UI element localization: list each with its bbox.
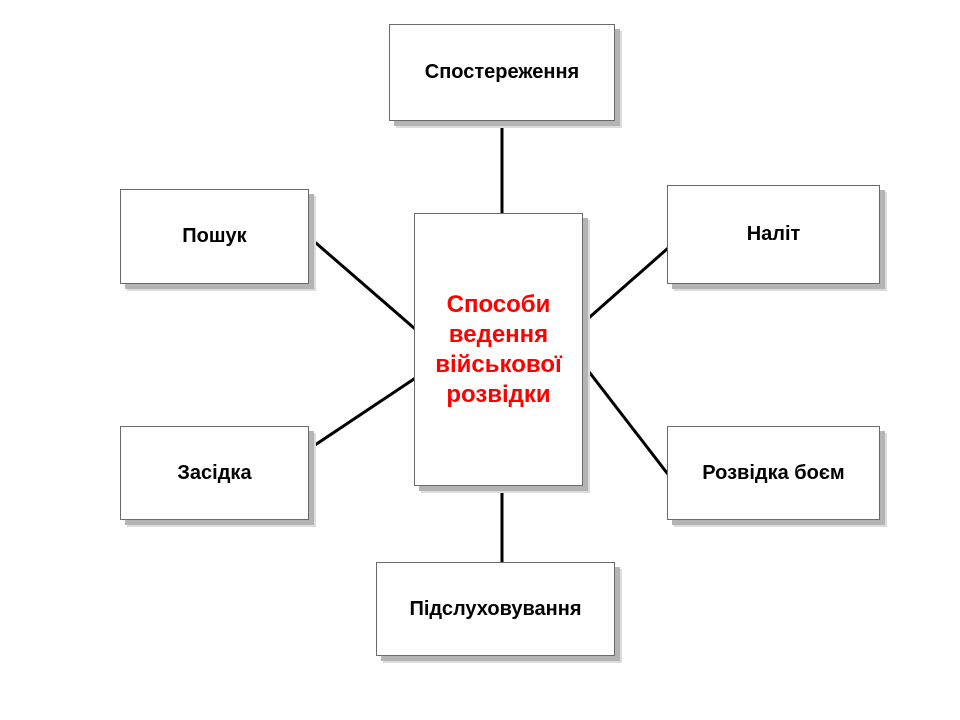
connector-right-lower — [580, 361, 670, 476]
node-eavesdropping: Підслуховування — [376, 562, 615, 656]
connector-left-lower — [306, 376, 417, 452]
node-search-label: Пошук — [182, 225, 247, 247]
node-reconnaissance-in-force-label: Розвідка боєм — [702, 461, 845, 484]
node-search: Пошук — [120, 189, 309, 284]
center-line-4: розвідки — [446, 380, 551, 408]
center-node: Способи ведення військової розвідки — [414, 213, 583, 486]
center-line-1: Способи — [446, 290, 551, 318]
node-observation: Спостереження — [389, 24, 615, 121]
connector-left-upper — [306, 234, 417, 331]
node-eavesdropping-label: Підслуховування — [409, 597, 582, 620]
center-line-2: ведення — [448, 320, 549, 348]
center-node-text: Способи ведення військової розвідки — [435, 290, 561, 410]
node-ambush: Засідка — [120, 426, 309, 520]
node-observation-label: Спостереження — [424, 61, 580, 83]
node-reconnaissance-in-force: Розвідка боєм — [667, 426, 880, 520]
node-ambush-label: Засідка — [177, 461, 252, 484]
connector-right-upper — [580, 246, 670, 326]
node-raid-label: Наліт — [746, 223, 801, 245]
node-raid: Наліт — [667, 185, 880, 284]
center-line-3: військової — [435, 350, 562, 378]
